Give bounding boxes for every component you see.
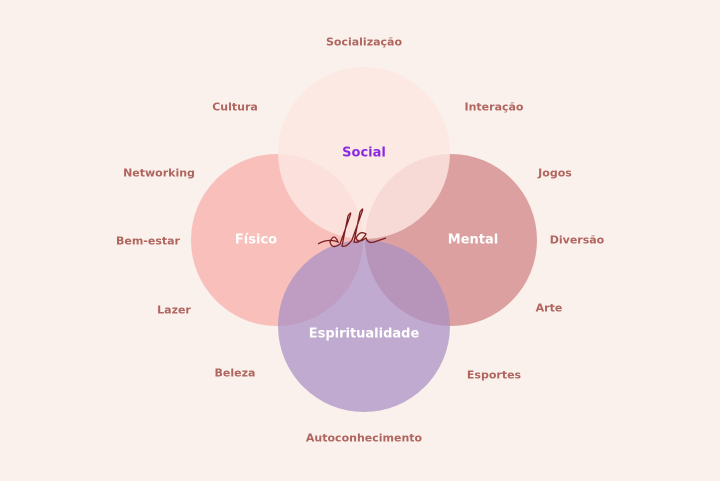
label-interacao: Interação	[464, 100, 524, 114]
label-bem-estar: Bem-estar	[116, 234, 180, 248]
circle-label-mental: Mental	[447, 232, 499, 248]
circle-espiritualidade	[278, 240, 450, 412]
circle-label-fisico: Físico	[234, 232, 278, 248]
label-jogos: Jogos	[538, 166, 572, 180]
label-cultura: Cultura	[212, 100, 258, 114]
label-socializacao: Socialização	[325, 35, 403, 49]
circle-social	[278, 67, 450, 239]
label-beleza: Beleza	[214, 366, 256, 380]
circle-label-social: Social	[342, 145, 386, 161]
label-esportes: Esportes	[466, 368, 522, 382]
label-autoconhecimento: Autoconhecimento	[305, 431, 423, 445]
label-networking: Networking	[123, 166, 195, 180]
ella-logo	[317, 208, 387, 248]
label-arte: Arte	[535, 301, 563, 315]
circle-label-espiritualidade: Espiritualidade	[308, 326, 420, 342]
label-lazer: Lazer	[157, 303, 191, 317]
label-diversao: Diversão	[549, 233, 605, 247]
